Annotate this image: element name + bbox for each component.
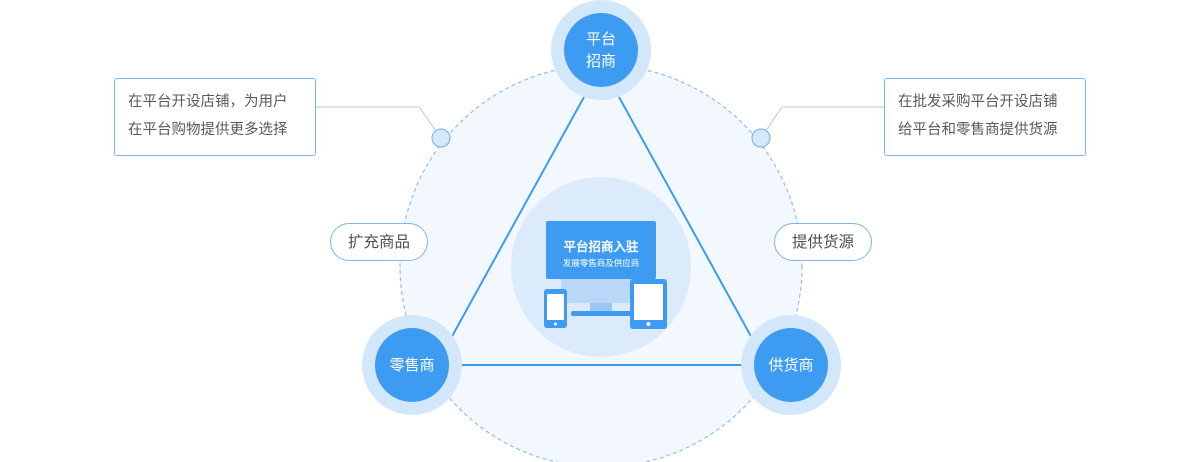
retailer-node xyxy=(375,328,449,402)
monitor-body xyxy=(561,279,641,303)
platform-node-label: 平台 招商 xyxy=(561,28,641,72)
devices-illustration xyxy=(544,221,667,329)
right-callout-line2: 给平台和零售商提供货源 xyxy=(898,122,1058,138)
supplier-node xyxy=(754,328,828,402)
left-callout-dot xyxy=(431,128,451,148)
center-subtitle: 发展零售商及供应商 xyxy=(562,259,640,269)
edge-label-right: 提供货源 xyxy=(774,223,872,261)
monitor-screen xyxy=(546,221,656,279)
left-callout: 在平台开设店铺，为用户 在平台购物提供更多选择 xyxy=(114,78,316,156)
right-callout-dot xyxy=(751,128,771,148)
right-callout: 在批发采购平台开设店铺 给平台和零售商提供货源 xyxy=(884,78,1086,156)
monitor-stand xyxy=(571,311,631,316)
supplier-node-label: 供货商 xyxy=(768,356,814,374)
edge-label-left: 扩充商品 xyxy=(330,223,428,261)
left-callout-line2: 在平台购物提供更多选择 xyxy=(128,122,288,138)
right-callout-line1: 在批发采购平台开设店铺 xyxy=(898,94,1058,110)
platform-node xyxy=(564,13,638,87)
center-title: 平台招商入驻 xyxy=(563,239,639,254)
left-callout-connector xyxy=(316,106,442,139)
left-callout-line1: 在平台开设店铺，为用户 xyxy=(128,94,288,110)
retailer-node-label: 零售商 xyxy=(389,356,435,374)
platform-node-line1: 平台 xyxy=(585,30,616,48)
edge-platform-supplier xyxy=(618,96,754,341)
right-callout-connector xyxy=(760,106,884,139)
platform-node-line2: 招商 xyxy=(585,52,616,70)
edge-platform-retailer xyxy=(449,96,585,341)
monitor-neck xyxy=(590,303,612,311)
